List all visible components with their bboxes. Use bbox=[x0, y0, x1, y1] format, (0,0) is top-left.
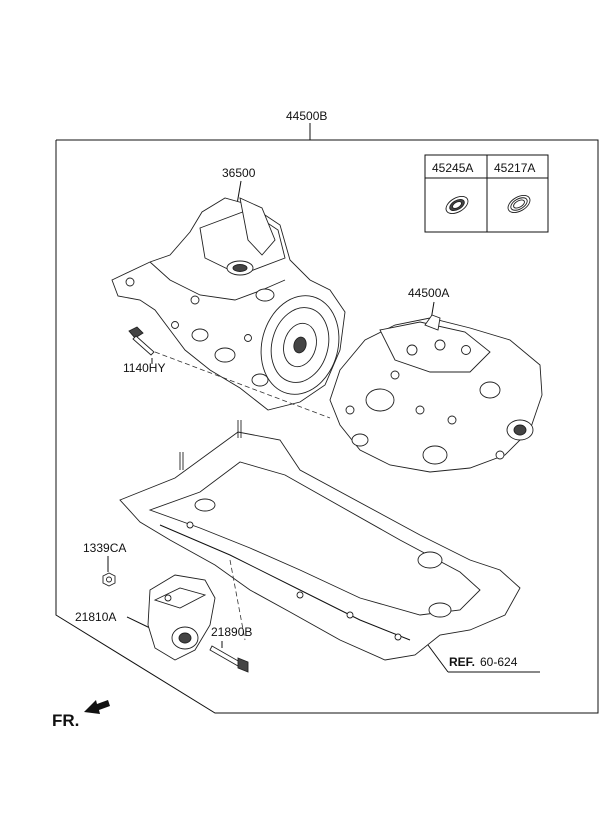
bolt-21890b-drawing bbox=[209, 645, 249, 673]
bolt-1140hy-drawing bbox=[128, 326, 155, 356]
kit-outline bbox=[55, 123, 599, 714]
dash-frame-to-bracket bbox=[229, 559, 246, 641]
transaxle-drawing bbox=[329, 314, 543, 473]
bracket-21810a-drawing bbox=[147, 574, 216, 661]
label-seal-a[interactable]: 45245A bbox=[432, 161, 473, 175]
nut-1339ca-drawing bbox=[102, 572, 116, 587]
front-label: FR. bbox=[52, 711, 79, 730]
label-ref-prefix[interactable]: REF. bbox=[449, 655, 475, 669]
label-motor[interactable]: 36500 bbox=[222, 166, 256, 180]
label-kit[interactable]: 44500B bbox=[286, 109, 327, 123]
label-transaxle[interactable]: 44500A bbox=[408, 286, 449, 300]
label-seal-b[interactable]: 45217A bbox=[494, 161, 535, 175]
label-bracket[interactable]: 21810A bbox=[75, 610, 116, 624]
arrow-icon bbox=[84, 700, 110, 714]
label-ref-number[interactable]: 60-624 bbox=[480, 655, 518, 669]
dash-bolt-to-transaxle bbox=[154, 351, 331, 419]
label-bolt-top[interactable]: 1140HY bbox=[123, 361, 165, 375]
seal-inset-box bbox=[424, 154, 549, 233]
leader-ref bbox=[427, 644, 449, 673]
label-bolt-bracket[interactable]: 21890B bbox=[211, 625, 252, 639]
seal-b-drawing bbox=[507, 195, 531, 213]
seal-a-drawing bbox=[445, 196, 469, 214]
subframe-drawing bbox=[119, 420, 521, 661]
motor-drawing bbox=[111, 197, 346, 411]
leader-bracket bbox=[126, 616, 151, 629]
label-nut[interactable]: 1339CA bbox=[83, 541, 126, 555]
